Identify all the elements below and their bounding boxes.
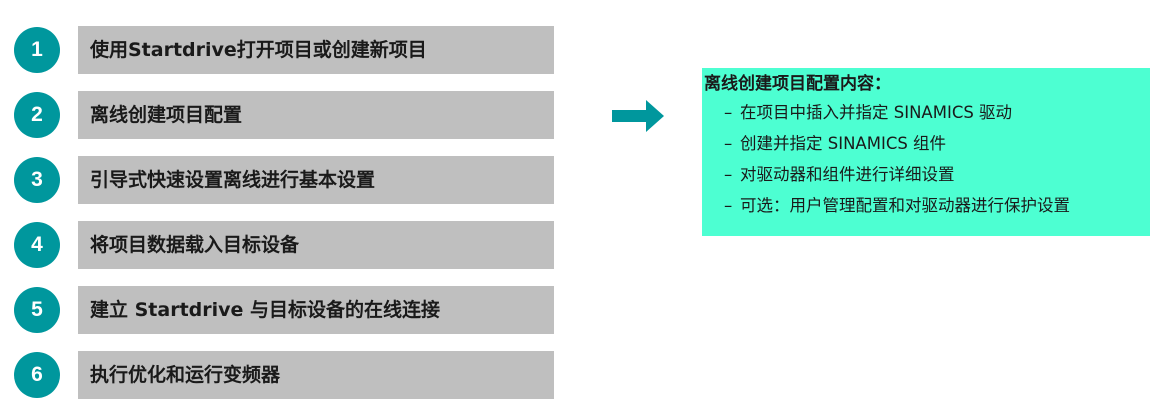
step-5: 5 建立 Startdrive 与目标设备的在线连接 xyxy=(14,286,559,334)
step-number-badge: 3 xyxy=(14,157,60,203)
step-label: 将项目数据载入目标设备 xyxy=(78,221,554,269)
step-number-badge: 2 xyxy=(14,92,60,138)
info-item-text: 在项目中插入并指定 SINAMICS 驱动 xyxy=(740,103,1013,122)
step-label: 执行优化和运行变频器 xyxy=(78,351,554,399)
info-panel: 离线创建项目配置内容： –在项目中插入并指定 SINAMICS 驱动 –创建并指… xyxy=(702,68,1150,236)
bullet-dash: – xyxy=(724,165,733,184)
step-label: 离线创建项目配置 xyxy=(78,91,554,139)
step-number-badge: 5 xyxy=(14,287,60,333)
bullet-dash: – xyxy=(724,103,733,122)
info-title: 离线创建项目配置内容： xyxy=(704,74,891,94)
info-item: –可选：用户管理配置和对驱动器进行保护设置 xyxy=(704,190,1144,221)
step-list: 1 使用Startdrive打开项目或创建新项目 2 离线创建项目配置 3 引导… xyxy=(14,26,559,416)
step-4: 4 将项目数据载入目标设备 xyxy=(14,221,559,269)
step-label: 使用Startdrive打开项目或创建新项目 xyxy=(78,26,554,74)
info-item-text: 对驱动器和组件进行详细设置 xyxy=(740,165,955,184)
info-item: –对驱动器和组件进行详细设置 xyxy=(704,159,1144,190)
info-item-text: 创建并指定 SINAMICS 组件 xyxy=(740,134,947,153)
step-3: 3 引导式快速设置离线进行基本设置 xyxy=(14,156,559,204)
info-item-text: 可选：用户管理配置和对驱动器进行保护设置 xyxy=(740,196,1070,215)
step-6: 6 执行优化和运行变频器 xyxy=(14,351,559,399)
info-item: –在项目中插入并指定 SINAMICS 驱动 xyxy=(704,97,1144,128)
step-1: 1 使用Startdrive打开项目或创建新项目 xyxy=(14,26,559,74)
step-label: 引导式快速设置离线进行基本设置 xyxy=(78,156,554,204)
step-number-badge: 4 xyxy=(14,222,60,268)
step-2: 2 离线创建项目配置 xyxy=(14,91,559,139)
info-list: –在项目中插入并指定 SINAMICS 驱动 –创建并指定 SINAMICS 组… xyxy=(704,97,1144,221)
right-arrow-icon xyxy=(612,100,664,132)
step-label: 建立 Startdrive 与目标设备的在线连接 xyxy=(78,286,554,334)
step-number-badge: 6 xyxy=(14,352,60,398)
bullet-dash: – xyxy=(724,196,733,215)
step-number-badge: 1 xyxy=(14,27,60,73)
bullet-dash: – xyxy=(724,134,733,153)
info-item: –创建并指定 SINAMICS 组件 xyxy=(704,128,1144,159)
